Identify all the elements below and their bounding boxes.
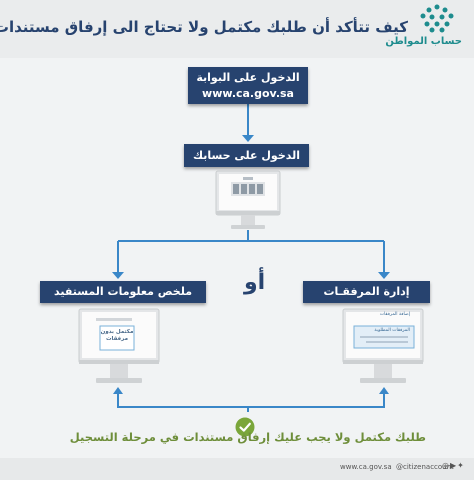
summary-badge-line2: مرفقات <box>106 336 128 342</box>
footer-bar <box>0 458 474 480</box>
attachments-monitor <box>342 308 424 383</box>
footer-url[interactable]: www.ca.gov.sa <box>340 463 392 471</box>
attachments-screen-title: إضافة المرفقات <box>379 312 410 317</box>
or-label: أو <box>244 270 266 295</box>
attachments-screen-text: المرفقات المطلوبة <box>374 328 410 333</box>
portal-label: الدخول على البوابة <box>196 71 300 84</box>
portal-box: الدخول على البوابة www.ca.gov.sa <box>188 67 308 104</box>
page-title: كيف تتأكد أن طلبك مكتمل ولا تحتاج الى إر… <box>0 18 408 36</box>
summary-badge-line1: مكتمل بدون <box>100 329 134 335</box>
youtube-icon[interactable]: ▶ <box>449 461 458 470</box>
account-box: الدخول على حسابك <box>184 144 309 167</box>
check-icon <box>235 417 255 437</box>
result-message: طلبك مكتمل ولا يجب عليك إرفاق مستندات في… <box>69 430 426 444</box>
twitter-icon[interactable]: ✦ <box>457 461 465 470</box>
instagram-icon[interactable]: ◎ <box>442 461 450 470</box>
summary-box: ملخص معلومات المستفيد <box>40 281 206 303</box>
summary-monitor <box>78 308 160 383</box>
attachments-box: إدارة المرفقـات <box>303 281 430 303</box>
logo-icon <box>420 4 454 33</box>
summary-badge: مكتمل بدون مرفقات <box>100 329 134 343</box>
social-icons: ◎▶✦ <box>442 461 465 470</box>
portal-url: www.ca.gov.sa <box>202 87 294 100</box>
login-monitor <box>215 170 281 229</box>
footer-handle[interactable]: @citizenaccount <box>396 463 454 471</box>
logo-name: حساب المواطن <box>385 36 462 47</box>
header-band <box>0 0 474 58</box>
